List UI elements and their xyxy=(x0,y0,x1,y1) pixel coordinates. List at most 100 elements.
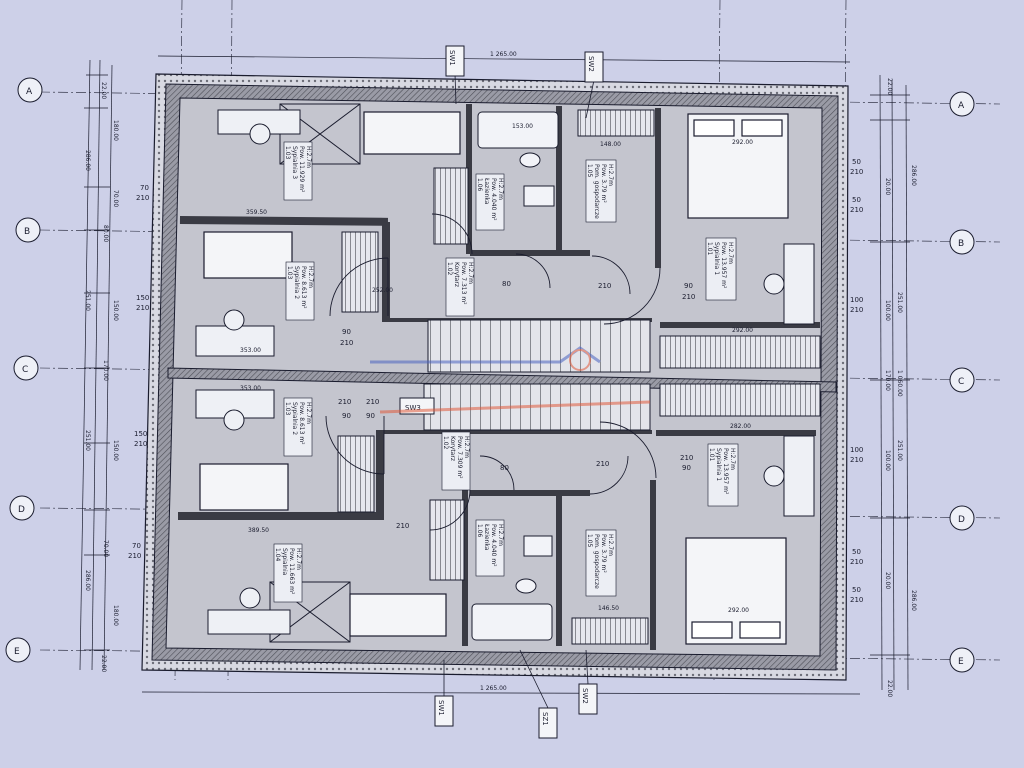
right-dim-5: 100.00 xyxy=(884,300,891,321)
door-210-r: 210 xyxy=(682,293,695,301)
room-height: H:2.7m xyxy=(729,448,736,470)
idim-146: 146.50 xyxy=(598,605,619,612)
bottom-dimension: 1 265.00 xyxy=(141,685,861,695)
section-marker-bottom-sw2: SW2 xyxy=(578,649,598,715)
room-num: 1.05 xyxy=(586,534,593,548)
right-dim-1: 22.00 xyxy=(886,78,893,95)
room-area: Pow. 13.957 m² xyxy=(720,242,727,289)
room-area: Pow. 13.957 m² xyxy=(722,448,729,495)
axis-left-c: C xyxy=(22,365,28,375)
room-num: 1.06 xyxy=(476,178,483,192)
right-dim-6: 170.00 xyxy=(884,370,891,391)
interior-walls xyxy=(178,104,820,650)
room-height: H:2.7m xyxy=(467,262,474,284)
left-dim-5: 80.00 xyxy=(102,225,109,242)
door-labels: 90 210 90 210 90 210 210 90 80 210 80 21… xyxy=(338,280,695,530)
right-dim-4: 251.00 xyxy=(896,292,903,313)
room-area: Pow. 3.79 m² xyxy=(600,534,607,573)
room-name: Sypialnia xyxy=(281,548,288,576)
room-num: 1.03 xyxy=(284,146,291,160)
door-90-c: 90 xyxy=(342,412,351,420)
room-name: Łazienka xyxy=(483,177,490,205)
room-name: Sypialnia 2 xyxy=(291,402,298,435)
door-210-c: 210 xyxy=(338,398,351,406)
room-name: Sypialnia 1 xyxy=(715,448,722,481)
room-height: H:2.7m xyxy=(463,436,470,458)
door-210-t: 210 xyxy=(598,282,611,290)
door-80-b: 80 xyxy=(500,464,509,472)
wardrobes xyxy=(269,103,821,645)
win-l-210a: 210 xyxy=(136,194,149,202)
room-height: H:2.7m xyxy=(497,178,504,200)
room-height: H:2.7m xyxy=(305,402,312,424)
window-labels-right: 50 210 50 210 100 210 100 210 50 210 50 … xyxy=(850,158,863,604)
left-dim-14: 22.00 xyxy=(100,655,107,672)
room-label-utility-top: 1.05 Pom. gospodarcze Pow. 3.79 m² H:2.7… xyxy=(585,159,617,223)
sw2-bottom-label: SW2 xyxy=(581,688,589,704)
win-l-210b: 210 xyxy=(136,304,149,312)
win-r-210-4: 210 xyxy=(850,596,863,604)
right-dim-3: 20.00 xyxy=(884,178,891,195)
idim-359: 359.50 xyxy=(246,209,267,216)
axis-left-e: E xyxy=(14,647,20,657)
win-l-150d: 150 xyxy=(134,430,147,438)
left-dim-6: 251.00 xyxy=(84,290,91,311)
room-area: Pow. 11.663 m² xyxy=(288,548,295,595)
room-name: Łazienka xyxy=(483,523,490,551)
room-num: 1.03 xyxy=(284,402,291,416)
room-name: Korytarz xyxy=(453,262,460,287)
room-area: Pow. 11.929 m² xyxy=(298,146,305,193)
left-dim-7: 150.00 xyxy=(112,300,119,321)
win-l-210d: 210 xyxy=(134,440,147,448)
sanitary xyxy=(471,111,559,641)
sw3-label: SW3 xyxy=(405,404,421,412)
room-area: Pow. 7.309 m² xyxy=(456,436,463,479)
idim-282: 282.00 xyxy=(730,423,751,430)
room-area: Pow. 3.79 m² xyxy=(600,164,607,203)
axis-bubbles-left: A B C D E xyxy=(5,77,43,663)
room-num: 1.01 xyxy=(706,242,713,256)
door-80-t: 80 xyxy=(502,280,511,288)
room-num: 1.03 xyxy=(286,266,293,280)
room-label-bedroom-mid-bottom: 1.03 Sypialnia 2 Pow. 8.613 m² H:2.7m xyxy=(283,397,313,457)
win-r-210-1: 210 xyxy=(850,168,863,176)
room-height: H:2.7m xyxy=(305,146,312,168)
window-labels-left: 70 210 150 210 150 210 70 210 xyxy=(128,184,149,560)
bottom-overall-dim: 1 265.00 xyxy=(480,685,507,692)
room-num: 1.02 xyxy=(446,262,453,276)
left-dim-11: 70.00 xyxy=(102,540,109,557)
door-210-bb: 210 xyxy=(596,460,609,468)
win-r-50-2: 50 xyxy=(852,196,861,204)
win-r-100-b: 100 xyxy=(850,296,863,304)
left-dim-12: 180.00 xyxy=(112,605,119,626)
axis-right-e: E xyxy=(958,657,964,667)
room-label-bedroom-mid-top: 1.03 Sypialnia 2 Pow. 8.613 m² H:2.7m xyxy=(285,261,315,321)
sz1-label: SZ1 xyxy=(541,712,549,726)
left-dim-3: 286.00 xyxy=(84,150,91,171)
left-dim-2: 180.00 xyxy=(112,120,119,141)
win-r-100-d: 100 xyxy=(850,446,863,454)
win-l-70a: 70 xyxy=(140,184,149,192)
room-height: H:2.7m xyxy=(295,548,302,570)
door-90-cc: 90 xyxy=(366,412,375,420)
win-r-210-2: 210 xyxy=(850,206,863,214)
top-dimension: 1 265.00 xyxy=(157,51,851,63)
room-name: Korytarz xyxy=(449,436,456,461)
left-dim-9: 251.00 xyxy=(84,430,91,451)
room-area: Pow. 8.613 m² xyxy=(298,402,305,445)
axis-bubbles-right: A B C D E xyxy=(949,91,975,673)
section-marker-top-sw2: SW2 xyxy=(584,51,604,119)
room-num: 1.05 xyxy=(586,164,593,178)
room-label-bathroom-top: 1.06 Łazienka Pow. 4.040 m² H:2.7m xyxy=(475,173,505,231)
win-r-210-b: 210 xyxy=(850,306,863,314)
room-num: 1.04 xyxy=(274,548,281,562)
top-overall-dim: 1 265.00 xyxy=(490,51,517,58)
win-l-210bot: 210 xyxy=(128,552,141,560)
left-dim-4: 70.00 xyxy=(112,190,119,207)
right-dim-7: 251.00 xyxy=(896,440,903,461)
door-210-r2: 210 xyxy=(680,454,693,462)
chairs xyxy=(223,123,785,609)
room-label-corridor-bottom: 1.02 Korytarz Pow. 7.309 m² H:2.7m xyxy=(441,431,471,491)
axis-left-a: A xyxy=(26,87,33,97)
door-210-cc: 210 xyxy=(366,398,379,406)
